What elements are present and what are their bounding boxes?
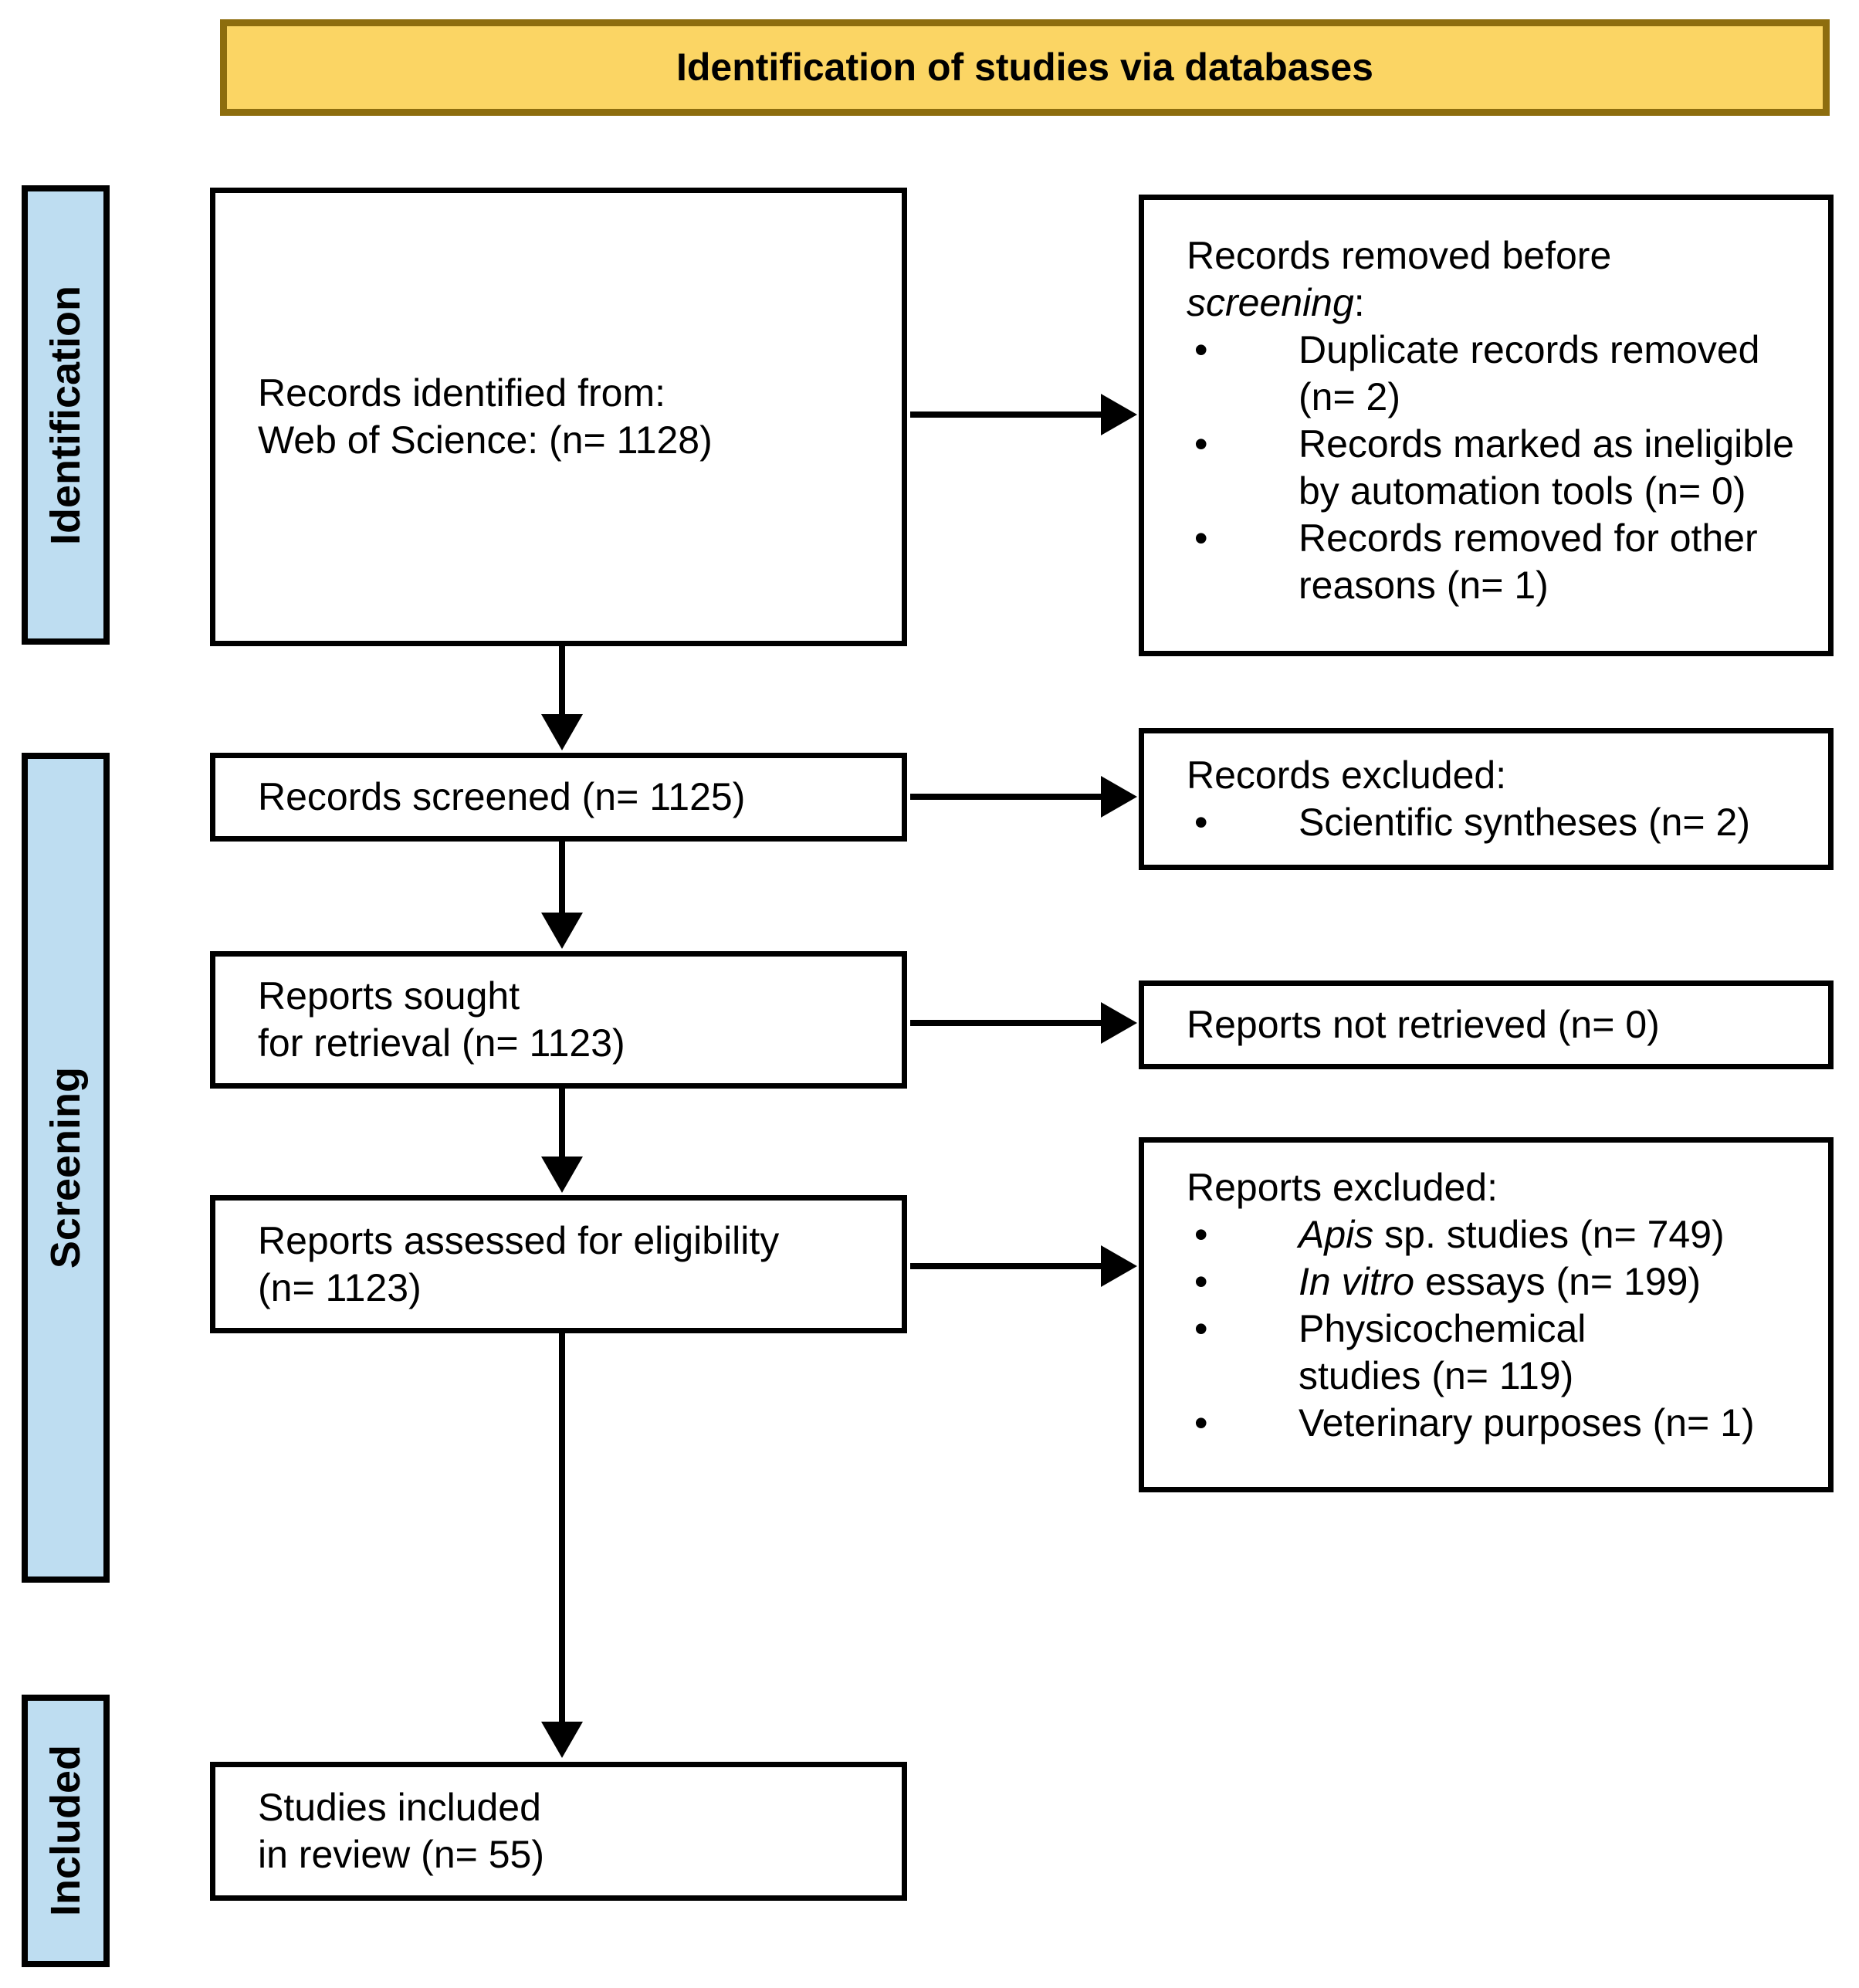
studies-included-line2: in review (n= 55) bbox=[258, 1833, 544, 1876]
title-banner: Identification of studies via databases bbox=[220, 19, 1830, 116]
bullet-icon: • bbox=[1194, 1213, 1208, 1256]
records-removed-title-line2: screening: bbox=[1187, 281, 1365, 324]
stage-bar-included: Included bbox=[22, 1695, 110, 1967]
reports-not-retrieved-title: Reports not retrieved (n= 0) bbox=[1187, 1003, 1660, 1046]
bullet-icon: • bbox=[1194, 422, 1208, 466]
reports-excluded-bullet-veterinary: • Veterinary purposes (n= 1) bbox=[1187, 1400, 1805, 1447]
arrow-head-right-icon bbox=[1101, 1002, 1137, 1044]
records-identified-line1: Records identified from: bbox=[258, 371, 666, 415]
reports-assessed-line1: Reports assessed for eligibility bbox=[258, 1218, 780, 1262]
box-reports-excluded: Reports excluded: • Apis sp. studies (n=… bbox=[1139, 1137, 1834, 1492]
bullet-icon: • bbox=[1194, 516, 1208, 560]
bullet-icon: • bbox=[1194, 1307, 1208, 1350]
records-screened-line1: Records screened (n= 1125) bbox=[258, 775, 746, 818]
records-excluded-title: Records excluded: bbox=[1187, 754, 1507, 797]
bullet-icon: • bbox=[1194, 328, 1208, 371]
records-removed-bullet-duplicates: • Duplicate records removed (n= 2) bbox=[1187, 327, 1805, 421]
reports-excluded-title: Reports excluded: bbox=[1187, 1166, 1498, 1209]
arrow-head-right-icon bbox=[1101, 776, 1137, 818]
box-studies-included: Studies included in review (n= 55) bbox=[210, 1762, 907, 1901]
box-reports-sought: Reports sought for retrieval (n= 1123) bbox=[210, 951, 907, 1089]
arrow-head-down-icon bbox=[541, 1157, 583, 1193]
box-records-removed-before-screening: Records removed before screening: • Dupl… bbox=[1139, 195, 1834, 656]
arrow-head-right-icon bbox=[1101, 394, 1137, 435]
box-reports-not-retrieved: Reports not retrieved (n= 0) bbox=[1139, 980, 1834, 1069]
box-records-excluded: Records excluded: • Scientific syntheses… bbox=[1139, 728, 1834, 870]
records-removed-bullet-automation: • Records marked as ineligible by automa… bbox=[1187, 421, 1805, 515]
stage-label-included: Included bbox=[42, 1745, 89, 1917]
box-records-screened: Records screened (n= 1125) bbox=[210, 753, 907, 842]
records-removed-bullet-other: • Records removed for other reasons (n= … bbox=[1187, 515, 1805, 609]
bullet-icon: • bbox=[1194, 1260, 1208, 1303]
bullet-icon: • bbox=[1194, 1401, 1208, 1444]
records-removed-title-line1: Records removed before bbox=[1187, 234, 1612, 277]
reports-sought-line2: for retrieval (n= 1123) bbox=[258, 1021, 625, 1065]
arrow-head-right-icon bbox=[1101, 1245, 1137, 1287]
records-excluded-bullet-syntheses: • Scientific syntheses (n= 2) bbox=[1187, 799, 1828, 846]
arrow-head-down-icon bbox=[541, 714, 583, 750]
reports-excluded-bullet-invitro: • In vitro essays (n= 199) bbox=[1187, 1258, 1805, 1306]
title-banner-label: Identification of studies via databases bbox=[676, 46, 1373, 89]
box-reports-assessed: Reports assessed for eligibility (n= 112… bbox=[210, 1195, 907, 1333]
reports-assessed-line2: (n= 1123) bbox=[258, 1265, 422, 1309]
arrow-head-down-icon bbox=[541, 1722, 583, 1758]
stage-label-screening: Screening bbox=[42, 1066, 89, 1269]
stage-bar-screening: Screening bbox=[22, 753, 110, 1583]
reports-excluded-bullet-physicochemical: • Physicochemical studies (n= 119) bbox=[1187, 1306, 1805, 1400]
bullet-icon: • bbox=[1194, 801, 1208, 844]
box-records-identified: Records identified from: Web of Science:… bbox=[210, 188, 907, 646]
stage-bar-identification: Identification bbox=[22, 185, 110, 645]
stage-label-identification: Identification bbox=[42, 285, 89, 545]
arrow-head-down-icon bbox=[541, 913, 583, 949]
studies-included-line1: Studies included bbox=[258, 1786, 541, 1829]
reports-sought-line1: Reports sought bbox=[258, 974, 520, 1018]
records-identified-line2: Web of Science: (n= 1128) bbox=[258, 418, 713, 462]
reports-excluded-bullet-apis: • Apis sp. studies (n= 749) bbox=[1187, 1211, 1805, 1258]
